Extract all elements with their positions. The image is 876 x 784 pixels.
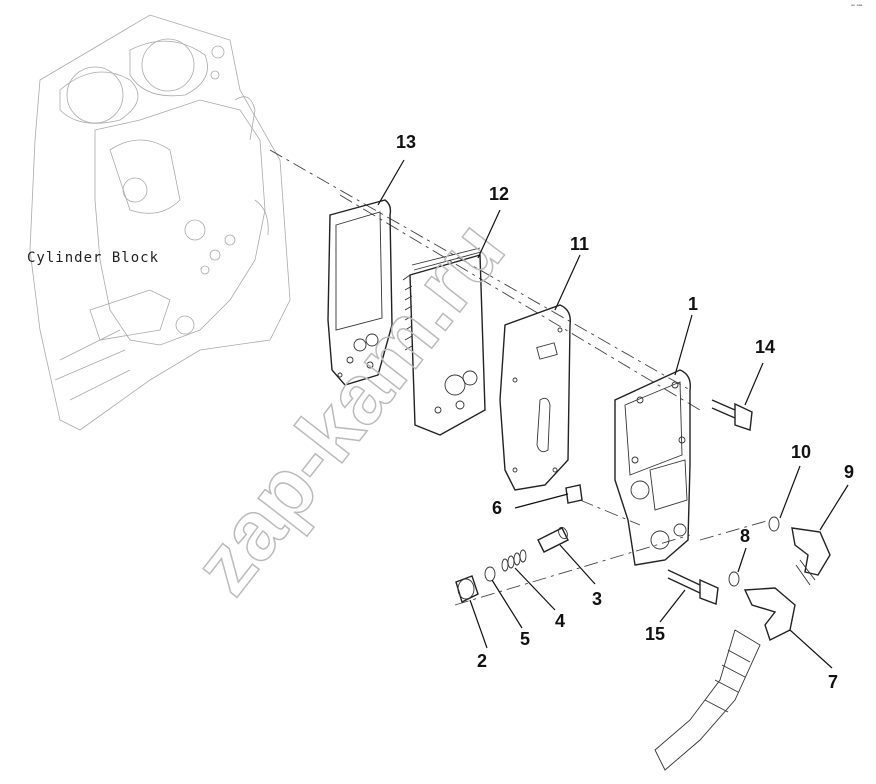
leader-lines xyxy=(377,159,849,669)
part-3-valve xyxy=(537,526,569,553)
part-11-gasket xyxy=(499,304,571,491)
callout-13: 13 xyxy=(396,132,416,152)
watermark: zap-kam.ru xyxy=(175,204,522,611)
callout-1: 1 xyxy=(688,294,698,314)
part-4-spring xyxy=(501,549,527,572)
callout-8: 8 xyxy=(740,526,750,546)
callout-6: 6 xyxy=(492,498,502,518)
part-5-o-ring xyxy=(484,566,496,582)
part-14-bolt xyxy=(711,399,753,431)
corner-mark: ᵃᵒ ᵃᵃᵃ xyxy=(851,4,863,10)
cylinder-block: Cylinder Block xyxy=(27,14,291,431)
callout-7: 7 xyxy=(828,672,838,692)
part-1-cooler-cover xyxy=(614,369,691,566)
callout-12: 12 xyxy=(489,184,509,204)
part-2-plug xyxy=(455,575,479,603)
part-10-o-ring xyxy=(768,516,780,532)
callout-10: 10 xyxy=(791,442,811,462)
cylinder-block-label: Cylinder Block xyxy=(27,250,159,266)
part-12-cooler-element xyxy=(402,247,486,436)
callout-15: 15 xyxy=(645,624,665,644)
callout-4: 4 xyxy=(555,611,565,631)
callout-9: 9 xyxy=(844,462,854,482)
callout-2: 2 xyxy=(477,651,487,671)
callout-3: 3 xyxy=(592,589,602,609)
callout-5: 5 xyxy=(520,629,530,649)
part-6-plug xyxy=(565,484,583,504)
callouts: 13 12 11 1 14 10 9 8 7 15 6 3 4 5 2 xyxy=(396,132,854,692)
part-13-gasket xyxy=(327,199,393,386)
callout-11: 11 xyxy=(570,234,589,254)
part-8-o-ring xyxy=(728,571,740,587)
callout-14: 14 xyxy=(755,337,775,357)
alignment-lines xyxy=(269,149,771,606)
part-7-elbow-hose xyxy=(654,587,796,771)
part-9-elbow xyxy=(791,527,831,586)
part-15-bolt xyxy=(667,569,719,605)
